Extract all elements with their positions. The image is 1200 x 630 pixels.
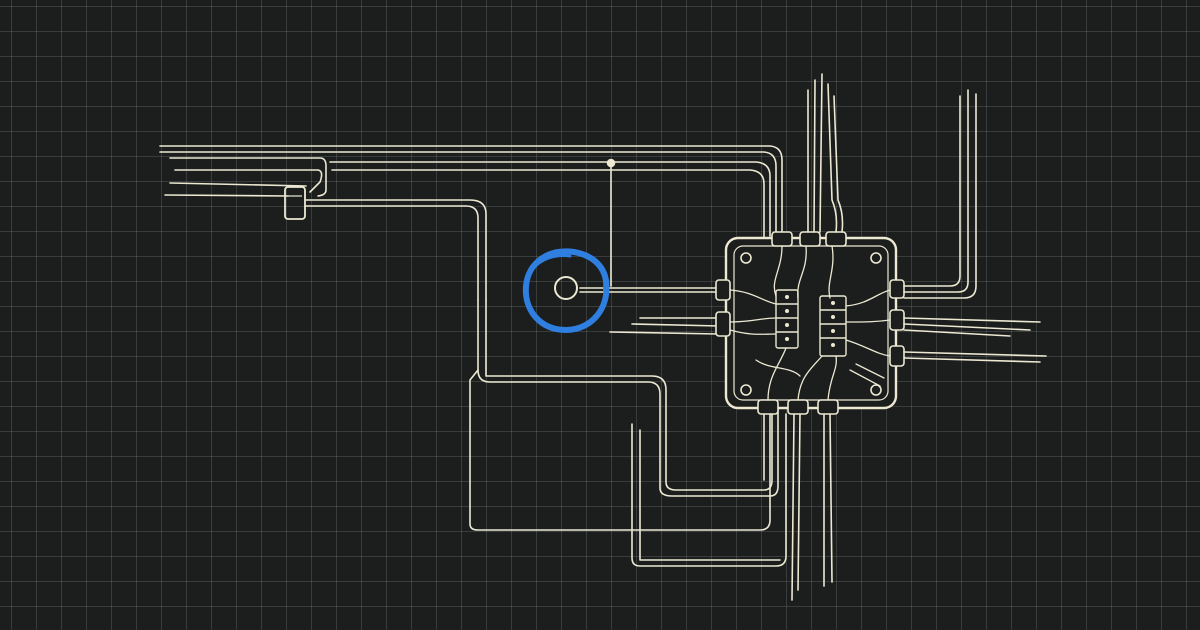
bottom-loop-wires [469,299,787,567]
bottom-vertical-wires [763,413,833,601]
top-wire-bundle [159,145,783,239]
right-side-wires [903,89,1047,363]
blue-circle-marker [522,248,610,334]
junction-box-icon [715,231,905,415]
vertical-feed-wire [606,158,616,287]
wire-connector-icon [284,186,306,220]
connector-lead [304,205,479,301]
top-vertical-wires [807,73,844,233]
connector-lead-2 [304,199,487,301]
